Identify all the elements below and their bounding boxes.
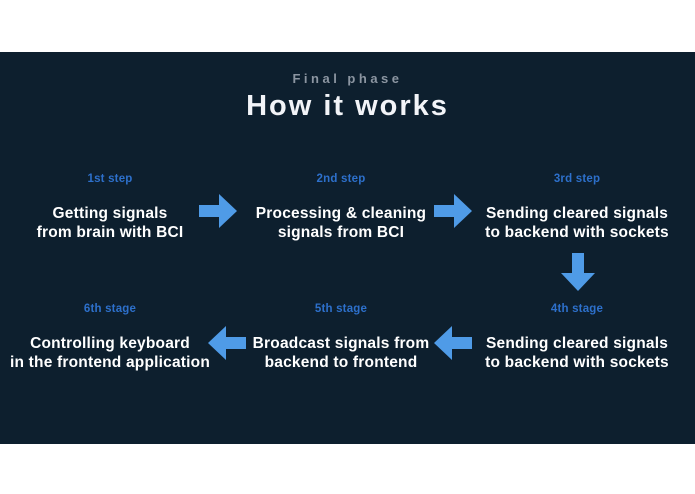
step-4-line2: to backend with sockets: [485, 354, 669, 371]
step-2: 2nd step Processing & cleaning signals f…: [231, 172, 451, 242]
step-4-text: Sending cleared signals to backend with …: [467, 334, 687, 372]
step-2-label: 2nd step: [316, 173, 366, 185]
left-arrow-icon: [434, 326, 472, 360]
step-5-line2: backend to frontend: [264, 354, 418, 371]
slide-dark-panel: Final phase How it works 1st step Gettin…: [0, 52, 695, 444]
step-3-label: 3rd step: [553, 173, 601, 185]
step-5-label: 5th stage: [314, 303, 368, 315]
right-arrow-icon: [199, 194, 237, 228]
step-1-line2: from brain with BCI: [36, 224, 184, 241]
step-6-line1: Controlling keyboard: [30, 335, 190, 352]
step-5-text: Broadcast signals from backend to fronte…: [231, 334, 451, 372]
step-3: 3rd step Sending cleared signals to back…: [467, 172, 687, 242]
right-arrow-icon: [434, 194, 472, 228]
step-4-line1: Sending cleared signals: [485, 335, 669, 352]
step-2-line2: signals from BCI: [277, 224, 405, 241]
step-5-line1: Broadcast signals from: [252, 335, 430, 352]
step-1-line1: Getting signals: [52, 205, 168, 222]
step-2-line1: Processing & cleaning: [255, 205, 427, 222]
step-6-label: 6th stage: [83, 303, 137, 315]
step-1-text: Getting signals from brain with BCI: [0, 204, 220, 242]
step-4: 4th stage Sending cleared signals to bac…: [467, 302, 687, 372]
step-6-line2: in the frontend application: [9, 354, 210, 371]
step-2-text: Processing & cleaning signals from BCI: [231, 204, 451, 242]
left-arrow-icon: [208, 326, 246, 360]
step-1: 1st step Getting signals from brain with…: [0, 172, 220, 242]
step-6: 6th stage Controlling keyboard in the fr…: [0, 302, 220, 372]
slide-title: How it works: [246, 90, 449, 122]
step-3-line2: to backend with sockets: [485, 224, 669, 241]
step-6-text: Controlling keyboard in the frontend app…: [0, 334, 220, 372]
slide-subtitle: Final phase: [292, 71, 403, 86]
step-1-label: 1st step: [87, 173, 133, 185]
step-3-line1: Sending cleared signals: [485, 205, 669, 222]
step-3-text: Sending cleared signals to backend with …: [467, 204, 687, 242]
step-5: 5th stage Broadcast signals from backend…: [231, 302, 451, 372]
step-4-label: 4th stage: [550, 303, 604, 315]
down-arrow-icon: [561, 253, 595, 291]
